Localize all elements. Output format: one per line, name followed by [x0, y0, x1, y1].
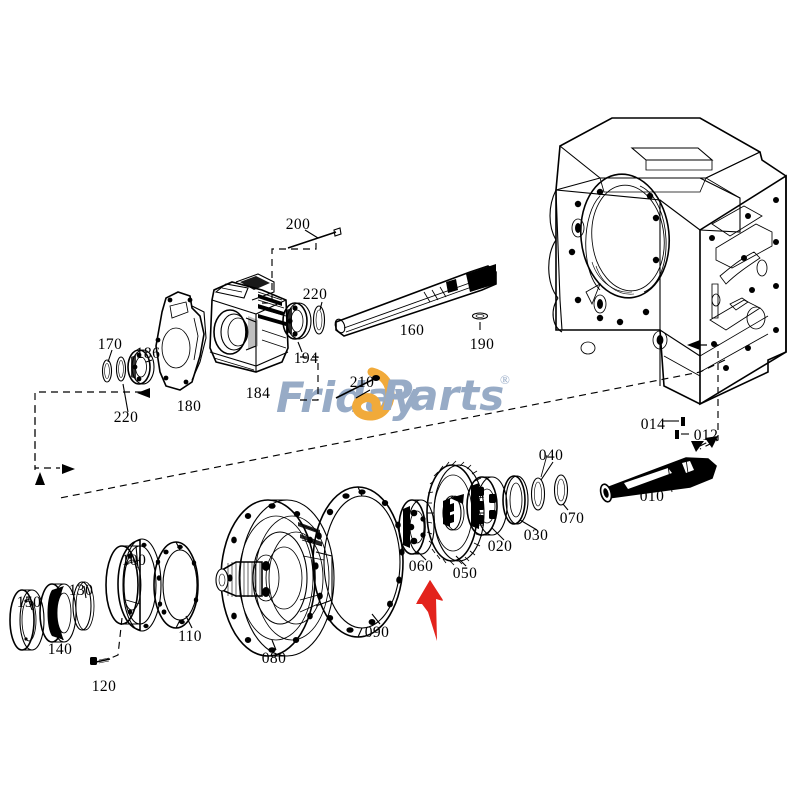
housing-bore-outer [579, 173, 671, 299]
part-220-o-ring-right [312, 305, 326, 335]
housing-bolt-holes [568, 188, 668, 355]
callout-180: 180 [177, 398, 201, 415]
highlight-arrow-icon [416, 580, 443, 641]
callout-020: 020 [488, 538, 512, 555]
callout-012: 012 [694, 427, 718, 444]
hub-bolt-holes [227, 503, 313, 653]
part-050-drive-gear [426, 460, 485, 566]
callout-150: 150 [17, 594, 41, 611]
part-160-drive-shaft [334, 264, 497, 337]
callout-210: 210 [350, 374, 374, 391]
part-200-dowel-pin [287, 227, 342, 249]
callout-200: 200 [286, 216, 310, 233]
part-170-seal-ring [101, 359, 113, 383]
callout-184: 184 [246, 385, 270, 402]
callout-080: 080 [262, 650, 286, 667]
part-110-retainer-plate [153, 541, 199, 629]
callout-110: 110 [178, 628, 202, 645]
part-060-ball-bearing [398, 499, 435, 555]
callout-100: 100 [122, 552, 146, 569]
watermark-text-parts: Parts [382, 371, 504, 420]
callout-194: 194 [294, 350, 318, 367]
part-186-ball-bearing [127, 349, 155, 385]
callout-010: 010 [640, 488, 664, 505]
part-090-housing-gasket [312, 486, 405, 638]
part-140-oil-seal [39, 583, 77, 643]
callout-130: 130 [69, 582, 93, 599]
part-080-wheel-hub [215, 499, 335, 657]
callout-014: 014 [641, 416, 665, 433]
watermark-text-friday: Friday [276, 373, 421, 422]
callout-170: 170 [98, 336, 122, 353]
callout-040: 040 [539, 447, 563, 464]
part-180-pump-gasket [155, 291, 207, 391]
housing-bore-inner [591, 184, 665, 292]
part-070-snap-ring [553, 474, 569, 506]
callout-060: 060 [409, 558, 433, 575]
callout-030: 030 [524, 527, 548, 544]
callout-070: 070 [560, 510, 584, 527]
part-040-shim-washer [530, 454, 548, 511]
part-012-pin [675, 430, 689, 439]
part-010-input-shaft [599, 457, 717, 503]
part-100-bearing-carrier [105, 538, 163, 632]
callout-220-b: 220 [114, 409, 138, 426]
callout-090: 090 [365, 624, 389, 641]
callout-220-a: 220 [303, 286, 327, 303]
part-220-o-ring-left [115, 356, 127, 382]
callout-120: 120 [92, 678, 116, 695]
part-190-retaining-ring [471, 312, 489, 320]
callout-160: 160 [400, 322, 424, 339]
transmission-housing-case [548, 117, 787, 406]
part-014-pin [663, 417, 685, 426]
callout-186: 186 [136, 345, 160, 362]
callout-leader-lines [27, 229, 569, 651]
assembly-route-arrowheads [35, 340, 718, 504]
part-210-roll-pin [335, 375, 380, 399]
callout-labels: 200 220 160 190 170 186 194 184 180 220 … [17, 216, 718, 695]
callout-190: 190 [470, 336, 494, 353]
part-184-pump-body [209, 273, 289, 373]
part-120-cap-screw [90, 657, 111, 665]
watermark-swoosh-icon [352, 367, 395, 421]
part-030-thrust-washer [502, 475, 529, 525]
callout-050: 050 [453, 565, 477, 582]
valve-plate-bolt-holes [709, 197, 779, 371]
watermark-registered-mark: ® [500, 372, 510, 387]
watermark-fridayparts: Friday Parts ® [276, 367, 510, 422]
callout-140: 140 [48, 641, 72, 658]
part-150-seal-ring [9, 589, 45, 651]
